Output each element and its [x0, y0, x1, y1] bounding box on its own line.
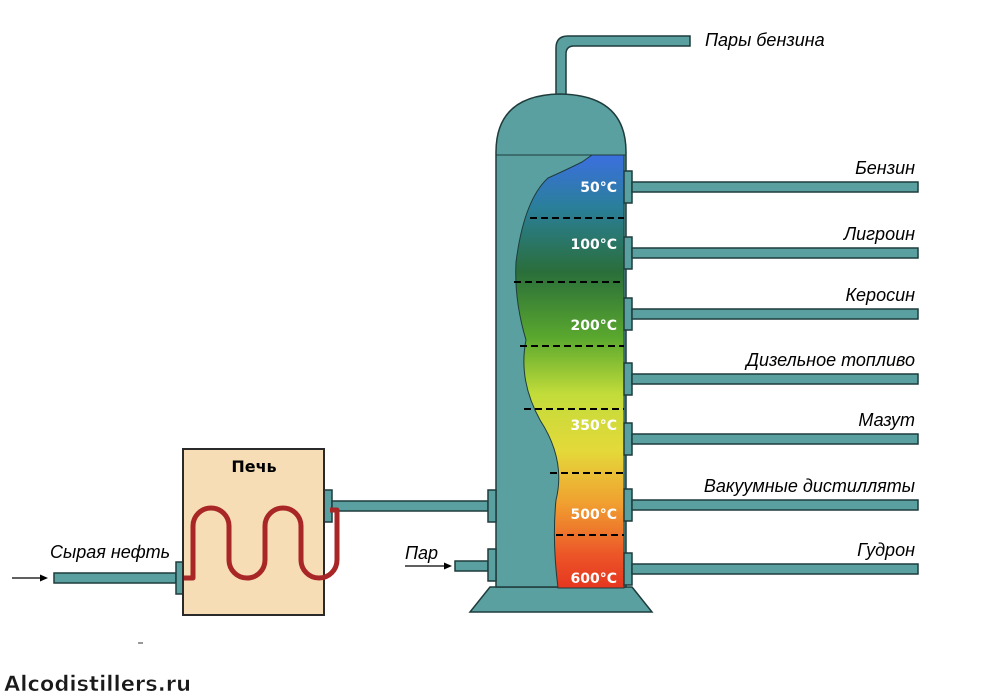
temp-label-2: 100°C	[571, 237, 618, 253]
column-base	[468, 586, 654, 613]
temp-label-3: 200°C	[571, 318, 618, 334]
steam-arrow-icon	[405, 562, 452, 570]
fraction-gradient	[515, 154, 625, 589]
crude-label: Сырая нефть	[50, 542, 170, 562]
watermark: Alcodistillers.ru	[4, 672, 191, 696]
product-label-3: Керосин	[845, 285, 915, 305]
steam-label: Пар	[405, 543, 438, 563]
steam-pipe	[454, 548, 497, 582]
vapor-pipe	[555, 35, 691, 96]
temp-label-4: 350°C	[571, 418, 618, 434]
output-pipe-3	[623, 297, 919, 331]
temperature-labels: 50°C 100°C 200°C 350°C 500°C 600°C	[571, 180, 618, 587]
temp-label-5: 500°C	[571, 507, 618, 523]
product-label-1: Бензин	[855, 158, 915, 178]
product-labels: Бензин Лигроин Керосин Дизельное топливо…	[704, 158, 915, 560]
watermark-dot	[138, 642, 143, 644]
fraction-dividers	[514, 217, 624, 536]
crude-arrow-icon	[12, 574, 48, 582]
product-label-5: Мазут	[858, 410, 915, 430]
product-label-2: Лигроин	[843, 224, 915, 244]
feed-pipe	[323, 489, 497, 523]
furnace-title: Печь	[231, 457, 276, 476]
output-pipe-1	[623, 170, 919, 204]
temp-label-6: 600°C	[571, 571, 618, 587]
crude-pipe	[53, 561, 185, 595]
product-label-7: Гудрон	[857, 540, 915, 560]
product-label-6: Вакуумные дистилляты	[704, 476, 915, 496]
output-pipe-6	[623, 488, 919, 522]
heating-coil	[184, 505, 340, 581]
temp-label-1: 50°C	[580, 180, 617, 196]
output-pipe-4	[623, 362, 919, 396]
product-label-4: Дизельное топливо	[744, 350, 915, 370]
output-pipe-7	[623, 552, 919, 586]
output-pipe-2	[623, 236, 919, 270]
output-pipe-5	[623, 422, 919, 456]
output-pipes	[623, 170, 919, 586]
vapor-label: Пары бензина	[705, 30, 825, 50]
